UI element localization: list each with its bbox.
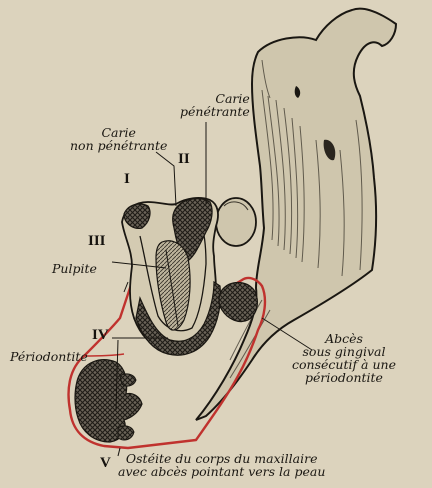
label-carie-non-penetrante-line2: non pénétrante — [70, 139, 167, 152]
numeral-IV: IV — [92, 328, 109, 343]
leader-carie-non-penetrante — [156, 152, 176, 206]
lesion-V-nodule — [120, 374, 136, 386]
leader-periodontite — [124, 282, 128, 292]
label-abces: Abcès sous gingival consécutif à une pér… — [292, 332, 396, 384]
gum-bulge — [216, 198, 256, 246]
numeral-V: V — [100, 456, 111, 471]
label-osteite-line2: avec abcès pointant vers la peau — [118, 465, 325, 478]
label-carie-penetrante: Carie pénétrante — [180, 92, 250, 118]
numeral-II: II — [178, 152, 190, 167]
lesion-V-extension — [118, 426, 134, 440]
numeral-III: III — [88, 234, 106, 249]
abscess-subgingival — [219, 283, 257, 322]
label-periodontite: Périodontite — [10, 350, 88, 363]
label-osteite: Ostéite du corps du maxillaire avec abcè… — [118, 452, 325, 478]
numeral-I: I — [124, 172, 130, 187]
label-abces-line4: périodontite — [292, 371, 396, 384]
label-pulpite: Pulpite — [52, 262, 97, 275]
label-carie-non-penetrante: Carie non pénétrante — [70, 126, 167, 152]
label-carie-penetrante-line2: pénétrante — [180, 105, 250, 118]
